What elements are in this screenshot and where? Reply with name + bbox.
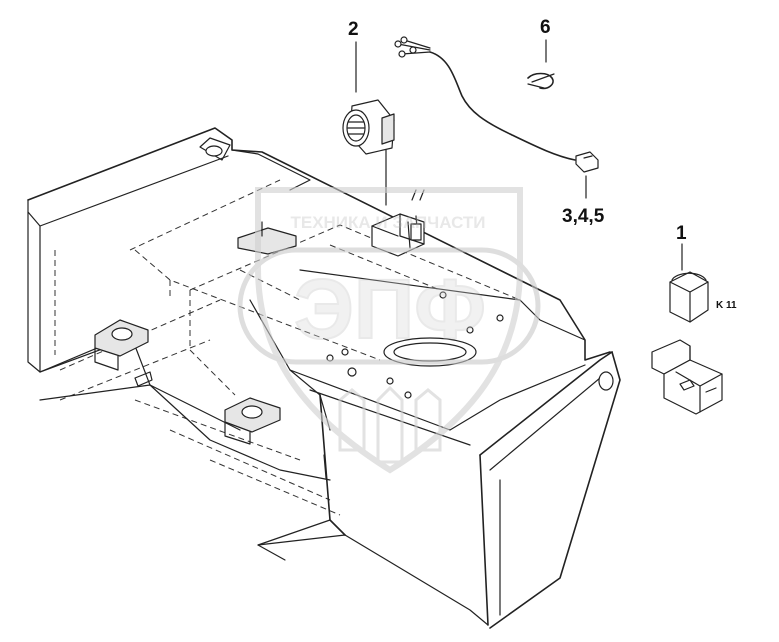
callout-1: 1: [676, 223, 687, 244]
frame-bracket-center: [224, 397, 281, 445]
watermark-tagline: ТЕХНИКА И ЗАПЧАСТИ: [290, 213, 485, 232]
relay-tag-label: K 11: [716, 300, 737, 311]
relay-bracket: [651, 339, 723, 415]
clamp-part-6: [527, 72, 555, 90]
buzzer-part-2: [342, 99, 395, 206]
watermark-logo-letters: ЭПФ: [294, 262, 486, 356]
callout-2: 2: [348, 19, 359, 40]
frame-bracket-top: [237, 221, 297, 255]
callout-3-4-5: 3,4,5: [562, 206, 605, 227]
cab-frame-assembly: [27, 127, 621, 629]
mounting-bracket: [371, 189, 425, 257]
watermark-logo: ТЕХНИКА И ЗАПЧАСТИ ЭПФ: [237, 187, 541, 474]
wiring-harness-part-3-4-5: [394, 36, 599, 173]
relay-part-1: [669, 271, 709, 323]
callout-6: 6: [540, 17, 551, 38]
frame-bracket-left: [94, 319, 149, 371]
